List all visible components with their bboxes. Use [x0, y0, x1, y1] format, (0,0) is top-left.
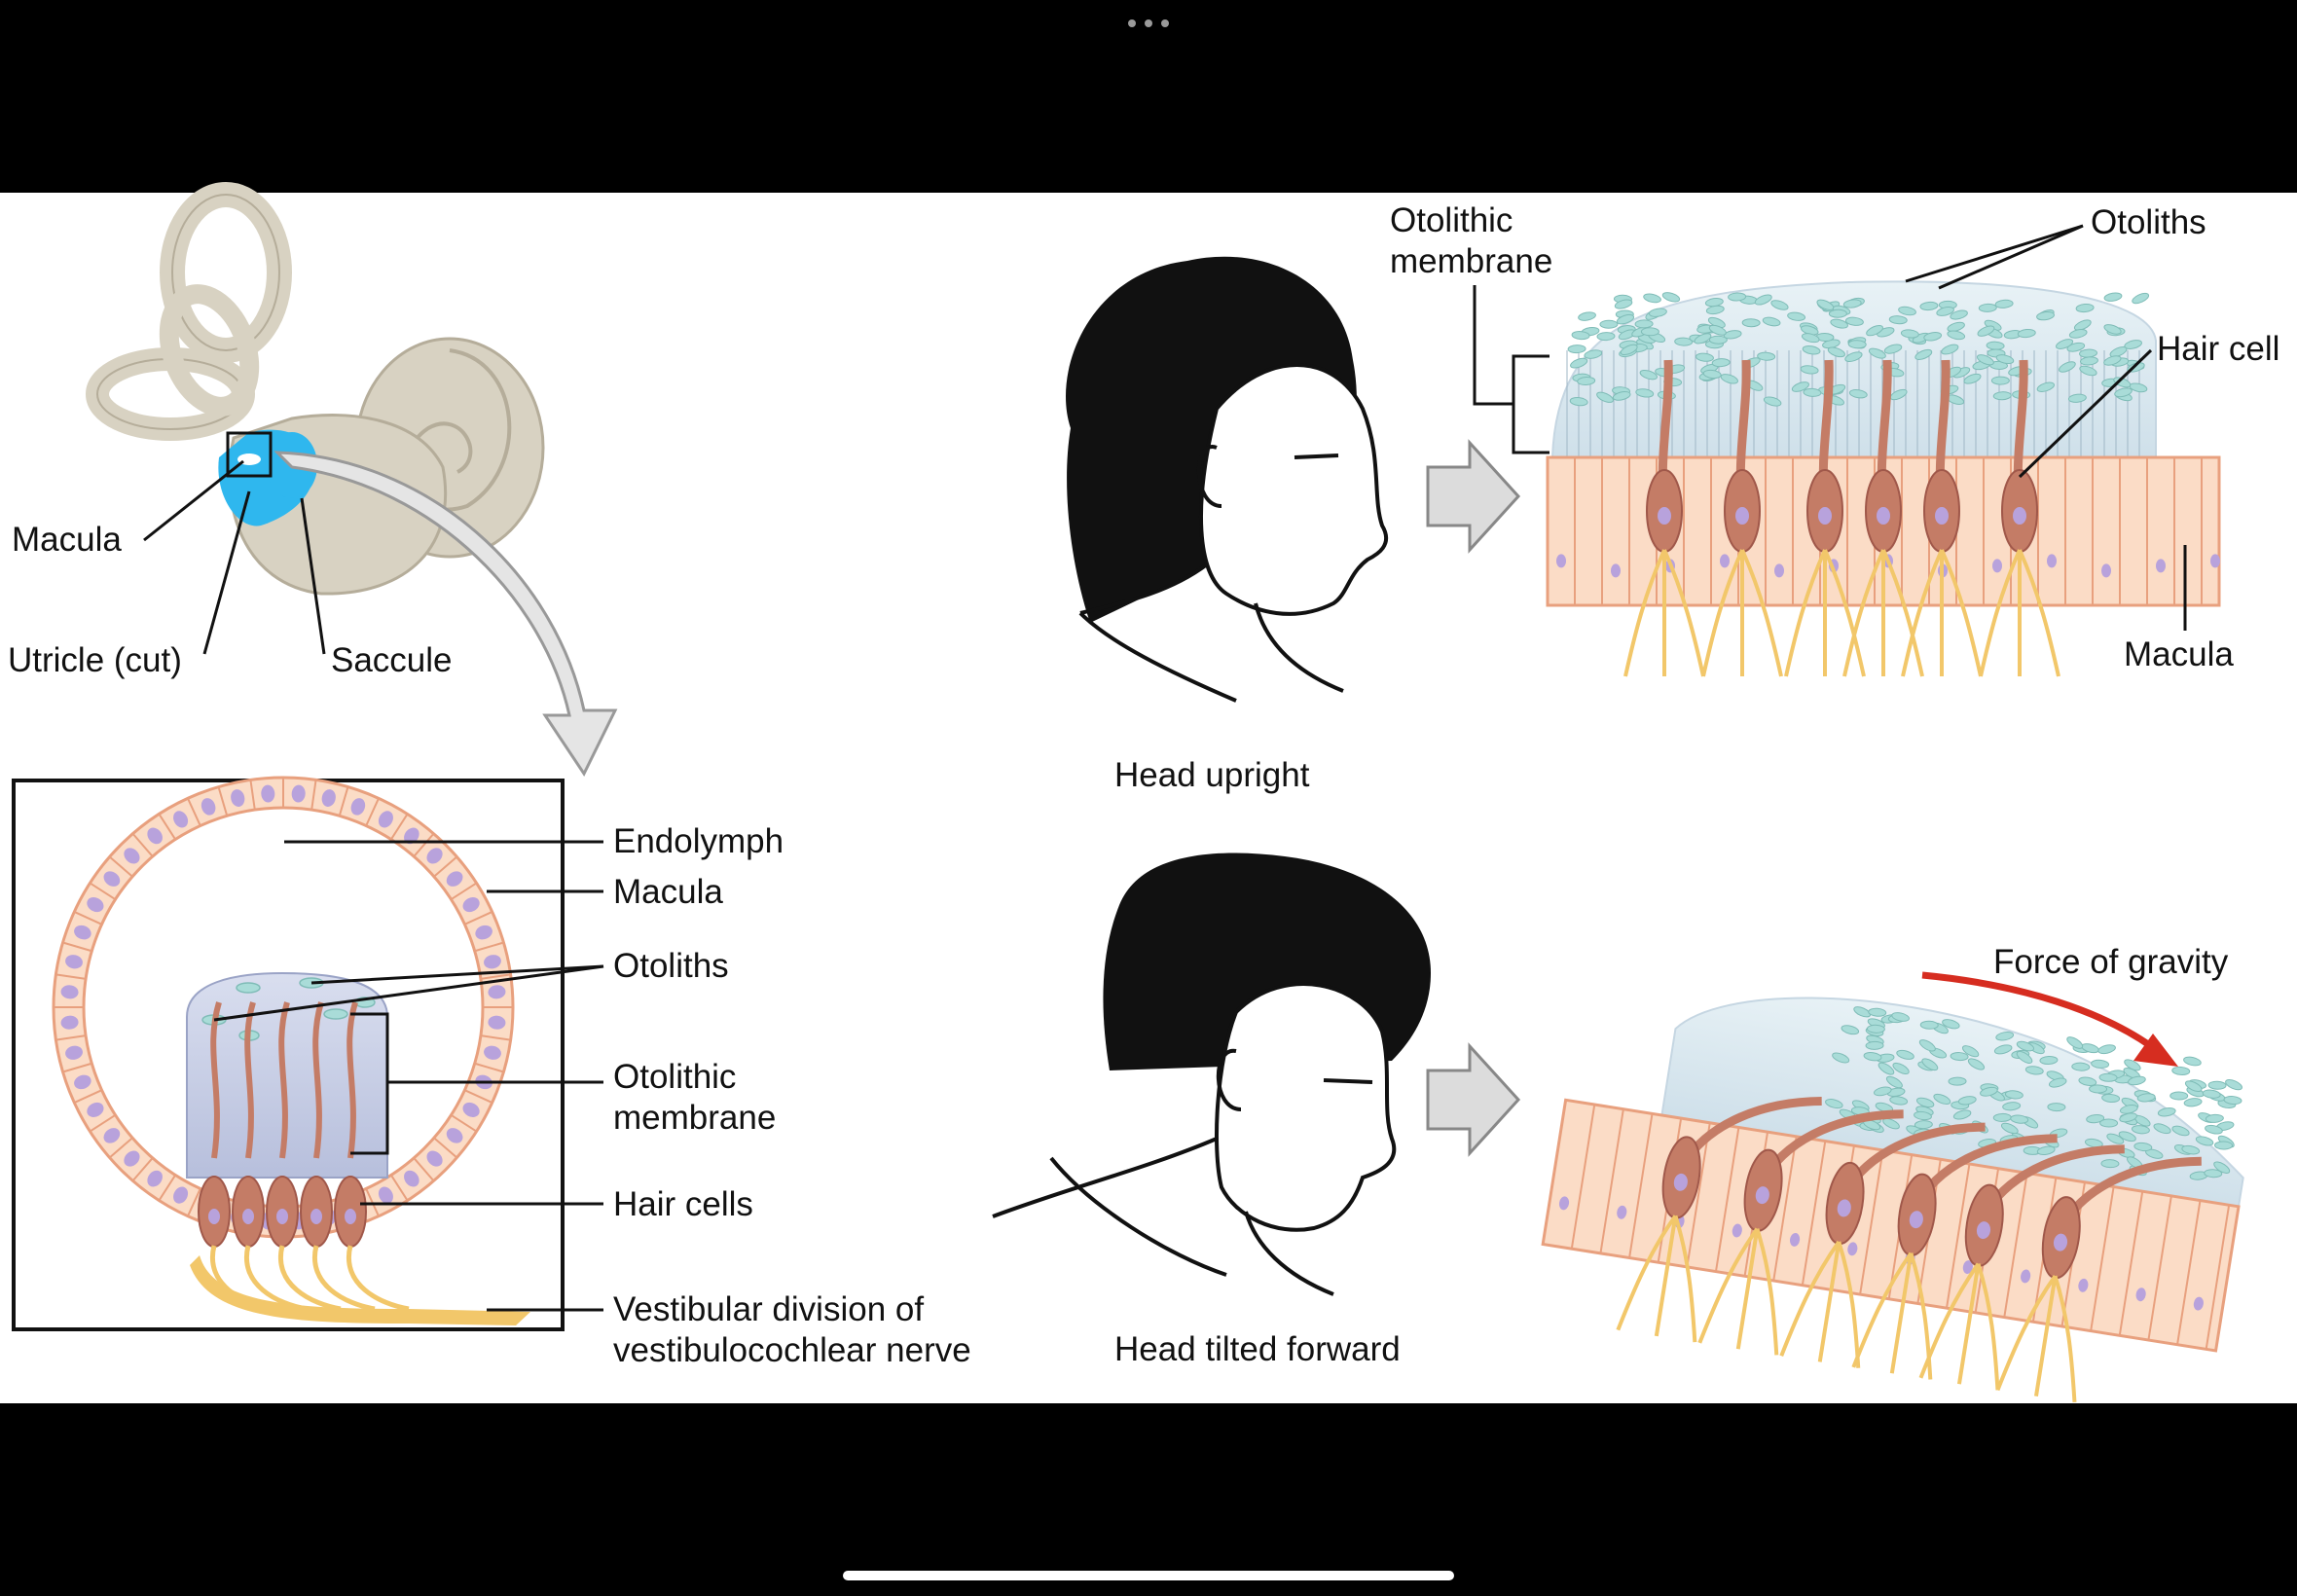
label-otoliths-inset: Otoliths: [613, 947, 729, 985]
label-otoliths-top: Otoliths: [2091, 203, 2206, 241]
top-black-bar: [0, 0, 2297, 193]
label-otolithic-membrane-top-2: membrane: [1390, 242, 1552, 280]
label-macula-top: Macula: [2124, 635, 2234, 673]
head-tilted-illustration: [992, 852, 1431, 1296]
label-hair-cells: Hair cells: [613, 1185, 753, 1223]
gravity-arrow-head: [2133, 1034, 2178, 1067]
head-upright-illustration: [1066, 256, 1389, 703]
label-hair-cell-top: Hair cell: [2157, 330, 2279, 368]
window-dots: [1128, 19, 1169, 27]
macula-tilted-section: [1541, 997, 2244, 1403]
arrow-tilted: [1426, 1042, 1521, 1157]
home-indicator: [843, 1571, 1454, 1580]
label-macula-ear: Macula: [12, 521, 122, 559]
macula-upright-section: [1546, 280, 2221, 677]
zoom-arrow: [273, 451, 618, 777]
label-otolithic-membrane-top-1: Otolithic: [1390, 201, 1513, 239]
label-otolithic-membrane-inset-1: Otolithic: [613, 1058, 736, 1096]
gravity-arrow: [1921, 971, 2154, 1049]
label-utricle: Utricle (cut): [8, 641, 182, 679]
label-endolymph: Endolymph: [613, 822, 784, 860]
label-nerve-1: Vestibular division of: [613, 1290, 924, 1328]
label-head-upright: Head upright: [1114, 756, 1310, 794]
label-nerve-2: vestibulocochlear nerve: [613, 1331, 971, 1369]
label-saccule: Saccule: [331, 641, 453, 679]
bottom-black-bar: [0, 1403, 2297, 1596]
macula-cross-section: [52, 776, 530, 1325]
label-otolithic-membrane-inset-2: membrane: [613, 1099, 776, 1137]
arrow-upright: [1426, 439, 1521, 554]
label-macula-inset: Macula: [613, 873, 723, 911]
label-head-tilted: Head tilted forward: [1114, 1330, 1401, 1368]
label-force-of-gravity: Force of gravity: [1993, 943, 2229, 981]
